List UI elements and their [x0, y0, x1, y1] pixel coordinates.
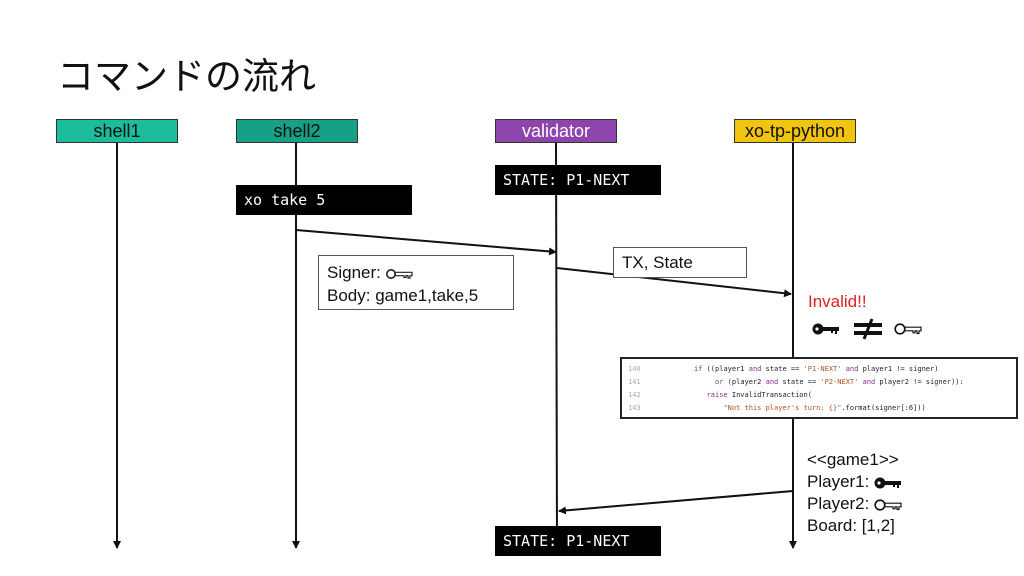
line-number: 140 [628, 365, 641, 373]
code-token: or [715, 378, 728, 386]
code-token: and [845, 365, 863, 373]
code-token: 'P2-NEXT' [820, 378, 863, 386]
code-token: if [693, 365, 707, 373]
actor-xo-tp-python: xo-tp-python [734, 119, 856, 143]
actor-validator: validator [495, 119, 617, 143]
actor-shell2: shell2 [236, 119, 358, 143]
game-state-block: <<game1>> Player1: Player2: Board: [1,2] [807, 449, 902, 537]
code-token: state == [765, 365, 804, 373]
command-block: xo take 5 [236, 185, 412, 215]
line-number: 143 [628, 404, 641, 412]
not-equal-icon [854, 318, 882, 340]
signer-label: Signer: [327, 263, 381, 282]
code-token: "Not this player's turn: {}" [723, 404, 842, 412]
key-solid-icon [874, 477, 902, 489]
code-line: 141 or (player2 and state == 'P2-NEXT' a… [628, 376, 1012, 389]
code-token: and [862, 378, 880, 386]
message-tp-to-validator [558, 490, 794, 515]
board-row: Board: [1,2] [807, 516, 895, 535]
tx-state-box: TX, State [613, 247, 747, 278]
slide-title: コマンドの流れ [57, 55, 316, 98]
code-token: 'P1-NEXT' [803, 365, 846, 373]
code-token: .format(signer[:6])) [841, 404, 926, 412]
signer-row: Signer: [327, 261, 513, 284]
code-snippet: 140 if ((player1 and state == 'P1-NEXT' … [620, 357, 1018, 419]
state-block-bottom: STATE: P1-NEXT [495, 526, 661, 556]
message-validator-to-tp [556, 267, 792, 298]
code-token: ((player1 [706, 365, 749, 373]
invalid-label: Invalid!! [808, 292, 867, 311]
body-text: Body: game1,take,5 [327, 286, 479, 305]
state-block-top: STATE: P1-NEXT [495, 165, 661, 195]
code-token: state == [782, 378, 821, 386]
code-token: and [748, 365, 766, 373]
player1-row: Player1: [807, 471, 902, 493]
code-line: 140 if ((player1 and state == 'P1-NEXT' … [628, 363, 1012, 376]
key-outline-icon [874, 498, 902, 511]
actor-shell1: shell1 [56, 119, 178, 143]
message-shell2-to-validator [295, 229, 557, 256]
lifeline-validator [552, 142, 561, 549]
key-compare-row [812, 318, 932, 340]
player2-row: Player2: [807, 493, 902, 515]
transaction-payload-box: Signer: Body: game1,take,5 [318, 255, 514, 310]
code-token: and [765, 378, 783, 386]
code-token: InvalidTransaction( [731, 391, 812, 399]
code-token: player2 != signer)): [879, 378, 964, 386]
key-solid-icon [812, 323, 839, 335]
game-name: <<game1>> [807, 450, 899, 469]
code-line: 142 raise InvalidTransaction( [628, 389, 1012, 402]
key-outline-icon [385, 268, 413, 279]
line-number: 141 [628, 378, 641, 386]
code-line: 143 "Not this player's turn: {}".format(… [628, 402, 1012, 415]
code-token: (player2 [727, 378, 766, 386]
player2-label: Player2: [807, 494, 870, 513]
line-number: 142 [628, 391, 641, 399]
code-token: player1 != signer) [862, 365, 939, 373]
key-outline-icon [894, 323, 922, 335]
code-token: raise [706, 391, 732, 399]
player1-label: Player1: [807, 472, 870, 491]
